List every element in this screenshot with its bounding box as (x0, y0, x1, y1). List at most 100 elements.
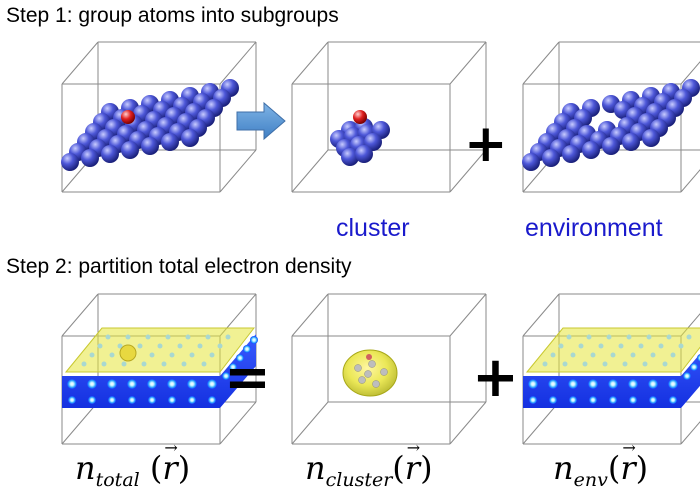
density-glow (88, 396, 96, 404)
density-glow (549, 396, 557, 404)
atom (181, 129, 199, 147)
surface-atom-dot (550, 352, 556, 358)
surface-atom-dot (678, 343, 684, 349)
surface-atom-dot (177, 343, 183, 349)
surface-atom-dot (642, 361, 648, 367)
density-glow (108, 396, 116, 404)
surface-atom-dot (157, 343, 163, 349)
surface-atom-dot (137, 343, 143, 349)
box-edge (219, 401, 257, 445)
equation-n-total: ntotal (r) (75, 440, 190, 490)
box-edge (291, 293, 329, 337)
density-environment (523, 327, 700, 408)
surface-atom-dot (606, 334, 612, 340)
atom (161, 133, 179, 151)
surface-atom-dot (586, 334, 592, 340)
surface-atom-dot (121, 361, 127, 367)
density-glow (167, 379, 177, 389)
surface-atom-dot (578, 343, 584, 349)
density-glow (107, 379, 117, 389)
atom-slab-environment (522, 79, 700, 171)
atom (61, 153, 79, 171)
density-glow (147, 379, 157, 389)
density-glow (629, 396, 637, 404)
surface-atom-dot (618, 343, 624, 349)
density-glow (528, 379, 538, 389)
box-edge (291, 41, 329, 85)
box-edge (522, 41, 560, 85)
surface-atom-dot (141, 361, 147, 367)
eq-subscript: env (573, 469, 608, 491)
surface-atom-dot (590, 352, 596, 358)
surface-atom-dot (610, 352, 616, 358)
box-edge (219, 41, 257, 85)
density-glow (548, 379, 558, 389)
adsorbate-atom (121, 110, 135, 124)
atom (562, 145, 580, 163)
box-edge (61, 401, 99, 445)
cluster-atom-dot (354, 364, 362, 372)
surface-atom-dot (686, 334, 692, 340)
box-edge (680, 169, 700, 193)
density-glow (697, 354, 700, 362)
atom (602, 137, 620, 155)
density-glow (187, 379, 197, 389)
atom (542, 149, 560, 167)
surface-atom-dot (89, 352, 95, 358)
surface-atom-dot (646, 334, 652, 340)
surface-atom-dot (109, 352, 115, 358)
plus-sign-top: + (464, 114, 508, 174)
density-glow (236, 354, 244, 362)
surface-atom-dot (81, 361, 87, 367)
eq-subscript: cluster (325, 469, 393, 491)
density-glow (649, 396, 657, 404)
density-glow (569, 396, 577, 404)
atom (101, 145, 119, 163)
surface-atom-dot (117, 343, 123, 349)
surface-atom-dot (125, 334, 131, 340)
equals-sign: = (224, 345, 271, 410)
eq-argument: r (405, 440, 421, 484)
adsorbate-atom (353, 110, 367, 124)
density-glow (589, 396, 597, 404)
surface-atom-dot (638, 343, 644, 349)
step1-title: Step 1: group atoms into subgroups (6, 4, 339, 27)
density-glow (68, 396, 76, 404)
surface-atom-dot (161, 361, 167, 367)
density-glow (87, 379, 97, 389)
box-edge (680, 61, 700, 85)
equation-n-cluster: ncluster(r) (305, 440, 433, 491)
eq-symbol: n (305, 449, 326, 487)
equation-n-env: nenv(r) (553, 440, 648, 491)
step2-title: Step 2: partition total electron density (6, 255, 352, 278)
density-glow (67, 379, 77, 389)
density-glow (128, 396, 136, 404)
box-edge (449, 401, 487, 445)
surface-atom-dot (626, 334, 632, 340)
surface-atom-dot (169, 352, 175, 358)
surface-atom-dot (566, 334, 572, 340)
surface-atom-dot (582, 361, 588, 367)
density-glow (168, 396, 176, 404)
cluster-label: cluster (336, 214, 410, 242)
surface-atom-dot (658, 343, 664, 349)
density-glow (207, 379, 217, 389)
atom-cluster (330, 110, 390, 166)
surface-atom-dot (630, 352, 636, 358)
surface-atom-dot (205, 334, 211, 340)
density-total (62, 327, 258, 408)
box-environment-atoms (522, 41, 700, 193)
box-edge (61, 293, 99, 337)
density-glow (250, 336, 258, 344)
box-edge (522, 293, 560, 337)
density-glow (628, 379, 638, 389)
density-glow (608, 379, 618, 389)
box-edge (61, 41, 99, 85)
cluster-atom-dot (368, 360, 376, 368)
surface-atom-dot (622, 361, 628, 367)
atom (582, 141, 600, 159)
eq-symbol: n (75, 449, 96, 487)
box-edge (449, 41, 487, 85)
surface-atom-dot (562, 361, 568, 367)
surface-atom-dot (197, 343, 203, 349)
